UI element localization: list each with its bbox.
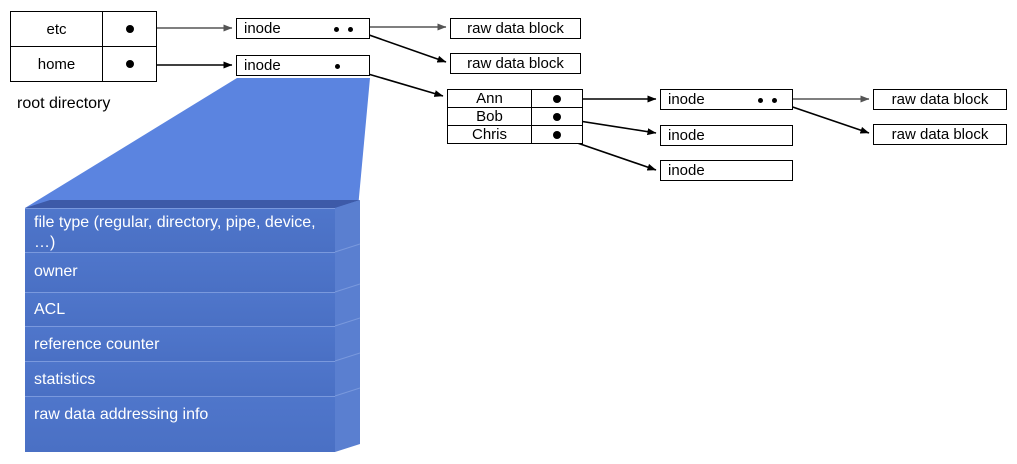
inode-box-etc[interactable]: inode [236, 18, 370, 39]
home-entry-name: Chris [471, 126, 507, 143]
inode-box-chris[interactable]: inode [660, 160, 793, 181]
inode-label: inode [244, 20, 281, 37]
inode-detail-row-owner: owner [25, 252, 335, 292]
inode-pointer-dot [335, 64, 340, 69]
inode-detail-row-acl: ACL [25, 292, 335, 326]
raw-data-block-label: raw data block [891, 91, 989, 108]
home-directory-row-chris[interactable]: Chris [447, 125, 583, 144]
root-entry-name: etc [46, 20, 67, 38]
home-entry-pointer [531, 108, 582, 125]
inode-detail-row-file-type: file type (regular, directory, pipe, dev… [25, 208, 335, 252]
inode-detail-3d-faces [25, 200, 360, 452]
inode-pointer-dot [758, 98, 763, 103]
inode-label: inode [668, 91, 705, 108]
root-entry-name: home [37, 55, 76, 73]
home-entry-name: Bob [476, 108, 503, 125]
raw-data-block[interactable]: raw data block [450, 18, 581, 39]
pointer-dot [553, 130, 561, 139]
pointer-dot [125, 60, 134, 68]
pointer-dot [125, 25, 134, 33]
raw-data-block-label: raw data block [891, 126, 989, 143]
inode-detail-row-statistics: statistics [25, 361, 335, 396]
home-entry-pointer [531, 126, 582, 143]
root-entry-pointer [102, 47, 156, 81]
inode-detail-row-reference-counter: reference counter [25, 326, 335, 361]
inode-pointer-dot [348, 27, 353, 32]
inode-pointer-dot [334, 27, 339, 32]
inode-box-ann[interactable]: inode [660, 89, 793, 110]
pointer-dot [553, 112, 561, 121]
inode-pointer-dot [772, 98, 777, 103]
pointer-dot [553, 94, 561, 103]
detail-right-face [335, 200, 360, 452]
home-entry-pointer [531, 90, 582, 107]
inode-zoom-funnel [25, 78, 370, 208]
detail-side-seams [334, 243, 360, 397]
inode-detail-row-raw-data-addressing: raw data addressing info [25, 396, 335, 452]
inode-label: inode [244, 57, 281, 74]
raw-data-block[interactable]: raw data block [873, 89, 1007, 110]
raw-data-block[interactable]: raw data block [873, 124, 1007, 145]
raw-data-block[interactable]: raw data block [450, 53, 581, 74]
root-directory-caption: root directory [17, 95, 111, 112]
root-directory-row-etc[interactable]: etc [10, 11, 157, 47]
raw-data-block-label: raw data block [467, 20, 564, 37]
raw-data-block-label: raw data block [467, 55, 564, 72]
inode-box-bob[interactable]: inode [660, 125, 793, 146]
inode-label: inode [668, 127, 705, 144]
inode-box-home[interactable]: inode [236, 55, 370, 76]
inode-label: inode [668, 162, 705, 179]
home-directory-row-bob[interactable]: Bob [447, 107, 583, 126]
detail-top-face [25, 200, 360, 208]
home-entry-name: Ann [476, 90, 503, 107]
home-directory-row-ann[interactable]: Ann [447, 89, 583, 108]
root-directory-row-home[interactable]: home [10, 46, 157, 82]
inode-detail-block: file type (regular, directory, pipe, dev… [25, 200, 360, 452]
root-entry-pointer [102, 12, 156, 46]
